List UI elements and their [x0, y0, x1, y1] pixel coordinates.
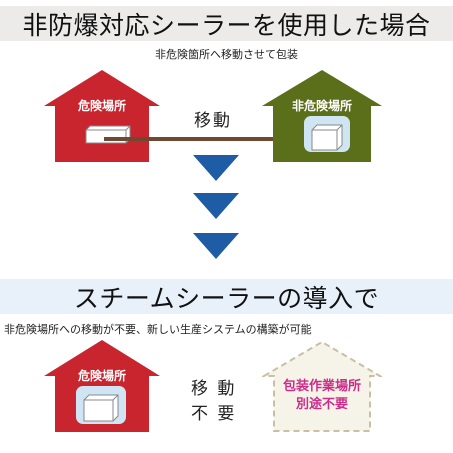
red-house-icon — [44, 340, 160, 432]
hazard-house-top: 危険場所 — [44, 70, 160, 162]
packaging-house-line1: 包装作業場所 — [282, 379, 361, 394]
move-arrow-line — [104, 137, 282, 141]
no-move-line2: 不 要 — [191, 404, 237, 424]
hazard-house-bottom-label: 危険場所 — [77, 369, 126, 383]
hazard-house-top-label: 危険場所 — [77, 99, 126, 113]
safe-house-label: 非危険場所 — [291, 99, 352, 113]
before-title: 非防爆対応シーラーを使用した場合 — [22, 10, 431, 40]
packaging-house: 包装作業場所 別途不要 — [260, 340, 384, 432]
safe-house: 非危険場所 — [262, 70, 382, 162]
green-house-icon — [262, 70, 382, 162]
red-house-icon — [44, 70, 160, 162]
after-title-band: スチームシーラーの導入で — [0, 279, 453, 314]
after-title: スチームシーラーの導入で — [73, 283, 380, 313]
before-subtitle: 非危険箇所へ移動させて包装 — [155, 48, 298, 61]
down-arrow-icon-3 — [193, 233, 239, 259]
before-title-band: 非防爆対応シーラーを使用した場合 — [0, 6, 453, 41]
down-arrow-icon-2 — [193, 193, 239, 219]
no-move-line1: 移 動 — [191, 379, 237, 399]
after-subtitle: 非危険場所への移動が不要、新しい生産システムの構築が可能 — [4, 323, 312, 336]
down-arrow-icon-1 — [193, 155, 239, 181]
hazard-house-bottom: 危険場所 — [44, 340, 160, 432]
packaging-house-line2: 別途不要 — [295, 397, 348, 412]
dashed-house-icon — [260, 340, 384, 432]
move-label: 移動 — [194, 111, 232, 131]
